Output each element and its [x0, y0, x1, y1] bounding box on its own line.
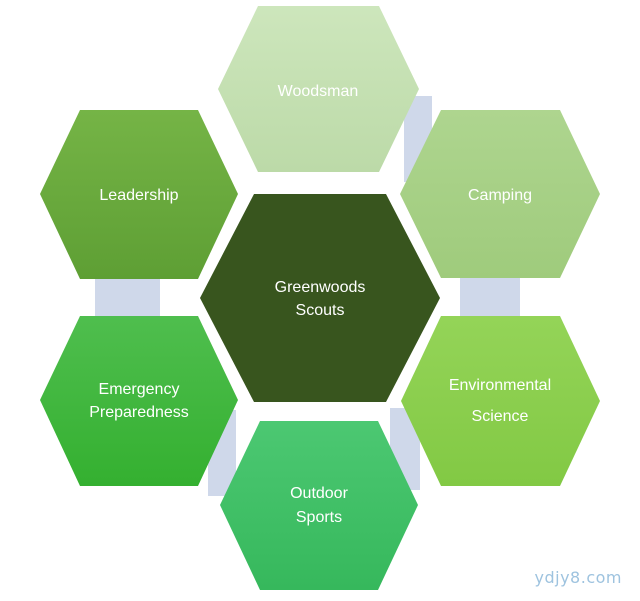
hexagon-shape [40, 316, 238, 486]
outdoor-label-line1: Outdoor [290, 485, 348, 502]
center-label-line2: Scouts [296, 302, 345, 319]
environmental-label-line1: Environmental [449, 377, 551, 394]
hexagon-shape [400, 110, 600, 278]
hex-leadership: Leadership [40, 110, 238, 279]
hex-camping: Camping [400, 110, 600, 278]
leadership-label: Leadership [99, 187, 178, 204]
watermark-text: ydjy8.com [534, 568, 622, 587]
hex-outdoor-sports: Outdoor Sports [220, 421, 418, 590]
hex-emergency-preparedness: Emergency Preparedness [40, 316, 238, 486]
connector-emergency-leadership [95, 278, 160, 322]
hexagon-shape [401, 316, 600, 486]
connector-camping-environmental [460, 275, 520, 320]
emergency-label-line1: Emergency [99, 381, 180, 398]
hex-center: Greenwoods Scouts [200, 194, 440, 402]
hexagon-shape [220, 421, 418, 590]
center-label-line1: Greenwoods [275, 279, 366, 296]
hex-woodsman: Woodsman [218, 6, 419, 172]
environmental-label-line2: Science [472, 408, 529, 425]
camping-label: Camping [468, 187, 532, 204]
woodsman-label: Woodsman [278, 83, 359, 100]
outdoor-label-line2: Sports [296, 509, 342, 526]
hex-environmental-science: Environmental Science [401, 316, 600, 486]
hexagon-shape [218, 6, 419, 172]
emergency-label-line2: Preparedness [89, 404, 189, 421]
hexagon-shape [40, 110, 238, 279]
hexagon-shape [200, 194, 440, 402]
